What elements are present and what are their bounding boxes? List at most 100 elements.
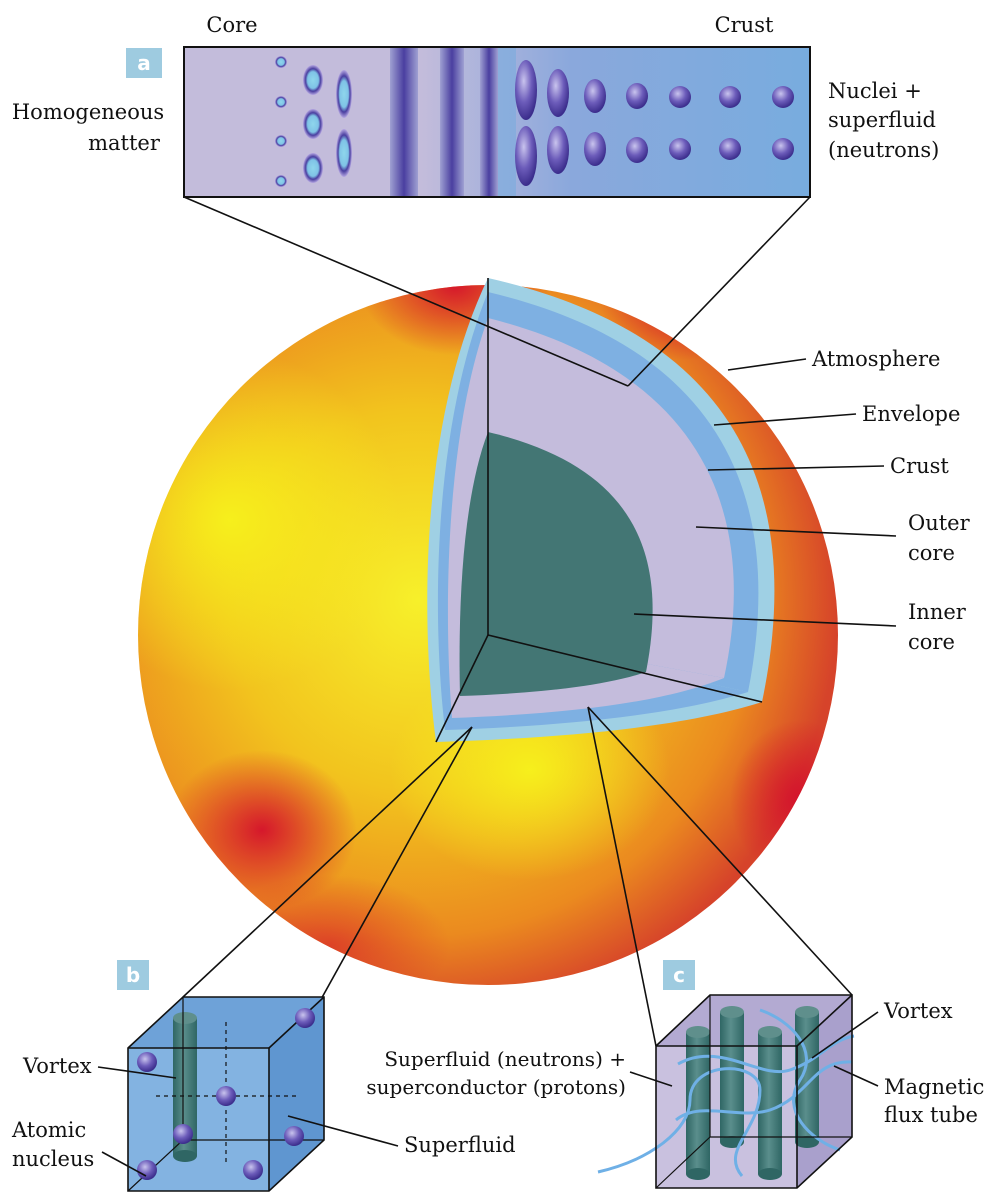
nucleus: [669, 138, 691, 160]
panel-b-tag-label: b: [126, 963, 140, 987]
homogeneous-matter-label-line1: Homogeneous: [12, 100, 164, 124]
atomic-nucleus: [137, 1160, 157, 1180]
panel-b: b Vortex Atomic nucl: [11, 726, 516, 1192]
cube-c-back-edge: [655, 1136, 711, 1189]
panel-c-tag: [663, 960, 695, 990]
nucleus: [547, 126, 569, 174]
panel-a: a Core Crust Homogeneous matter Nuclei +…: [12, 13, 939, 198]
vortex-cylinder-top: [795, 1006, 819, 1018]
star-labels: Atmosphere Envelope Crust Outer core Inn…: [633, 347, 971, 654]
panel-c: c Sup: [366, 706, 984, 1189]
red-spot: [210, 875, 450, 985]
bubble: [336, 70, 352, 118]
hot-spot: [138, 350, 400, 690]
magnetic-flux-tubes: [597, 1008, 855, 1177]
atomic-nucleus: [173, 1124, 193, 1144]
magnetic-flux-tube-label-line1: Magnetic: [884, 1075, 984, 1099]
panel-a-core-title: Core: [206, 13, 257, 37]
cut-edge: [487, 634, 763, 703]
nucleus: [772, 86, 794, 108]
bubble: [275, 135, 287, 147]
panel-b-vortex-label: Vortex: [22, 1054, 92, 1078]
superfluid-superconductor-label-line1: Superfluid (neutrons) +: [384, 1047, 626, 1071]
slab-bar: [480, 47, 498, 197]
inner-core-leader: [633, 613, 897, 627]
superfluid-superconductor-label-line2: superconductor (protons): [366, 1075, 626, 1099]
nucleus: [547, 69, 569, 117]
bubble: [275, 96, 287, 108]
panel-c-vortex-label: Vortex: [883, 999, 953, 1023]
nuclei-superfluid-label-line1: Nuclei +: [828, 79, 922, 103]
inner-core: [459, 432, 653, 696]
nucleus: [719, 86, 741, 108]
mixture-leader: [629, 1071, 673, 1087]
homogeneous-matter-label-line2: matter: [88, 131, 161, 155]
vortex-cylinder-top: [686, 1026, 710, 1038]
atomic-nucleus: [243, 1160, 263, 1180]
panel-b-tag: [117, 960, 149, 990]
inner-core-label-line1: Inner: [908, 600, 967, 624]
atomic-nucleus-label-line2: nucleus: [12, 1147, 94, 1171]
cube-c-outline: [655, 994, 853, 1189]
cube-outline: [127, 996, 325, 1192]
flux-tube: [675, 1060, 853, 1122]
cube-c-edge: [796, 994, 853, 1047]
crust-label: Crust: [890, 454, 949, 478]
atomic-nucleus: [216, 1086, 236, 1106]
zoom-line-c-left: [587, 706, 657, 1047]
nuclei-lattice: [515, 60, 794, 186]
slab-bar: [390, 47, 418, 197]
bubble: [303, 65, 323, 95]
envelope-leader: [713, 413, 857, 426]
flux-tube: [597, 1067, 762, 1177]
nucleus: [719, 138, 741, 160]
atomic-nucleus-label-line1: Atomic: [11, 1118, 86, 1142]
vortex-cylinder: [758, 1032, 782, 1174]
neutron-star: [138, 278, 838, 985]
bubble: [336, 129, 352, 177]
vortex-cylinder-bottom: [173, 1150, 197, 1162]
atmosphere-leader: [727, 358, 807, 371]
nucleus: [515, 60, 537, 120]
nuclei-superfluid-label-line3: (neutrons): [828, 138, 939, 162]
panel-b-vortex-leader: [97, 1066, 177, 1079]
panel-a-tag-label: a: [137, 51, 151, 75]
vortex-cylinder-bottom: [795, 1136, 819, 1148]
flux-tube: [759, 1008, 841, 1152]
panel-c-tag-label: c: [673, 963, 685, 987]
zoom-line-a-left: [183, 196, 629, 387]
nucleus: [515, 126, 537, 186]
cube-side-face: [269, 997, 324, 1191]
bubble: [303, 109, 323, 139]
panel-a-tag: [126, 48, 162, 78]
outer-core-leader: [695, 526, 897, 537]
flux-tube: [677, 1034, 855, 1074]
nucleus: [584, 79, 606, 113]
bubble-phase: [275, 56, 352, 187]
vortex-cylinder-top: [720, 1006, 744, 1018]
panel-b-superfluid-leader: [287, 1115, 399, 1147]
bubble: [275, 56, 287, 68]
vortex-cylinder: [720, 1012, 744, 1142]
nucleus: [772, 138, 794, 160]
atomic-nucleus: [284, 1126, 304, 1146]
zoom-line-c-right: [587, 706, 853, 996]
outer-core-label-line1: Outer: [908, 511, 971, 535]
nucleus: [669, 86, 691, 108]
cut-edge: [435, 634, 489, 743]
vortex-cylinder-bottom: [686, 1168, 710, 1180]
atomic-nucleus: [137, 1052, 157, 1072]
phase-strip-border: [183, 46, 811, 198]
zoom-line-b-left: [182, 726, 473, 998]
panel-a-crust-title: Crust: [715, 13, 774, 37]
nucleus: [584, 132, 606, 166]
nuclei-superfluid-label-line2: superfluid: [828, 108, 936, 132]
bubble: [275, 175, 287, 187]
flux-tube-leader: [833, 1065, 879, 1087]
magnetic-flux-tube-label-line2: flux tube: [884, 1103, 978, 1127]
slab-bar: [440, 47, 464, 197]
nucleus: [626, 137, 648, 163]
atomic-nucleus: [295, 1008, 315, 1028]
inner-core-label-line2: core: [908, 630, 955, 654]
